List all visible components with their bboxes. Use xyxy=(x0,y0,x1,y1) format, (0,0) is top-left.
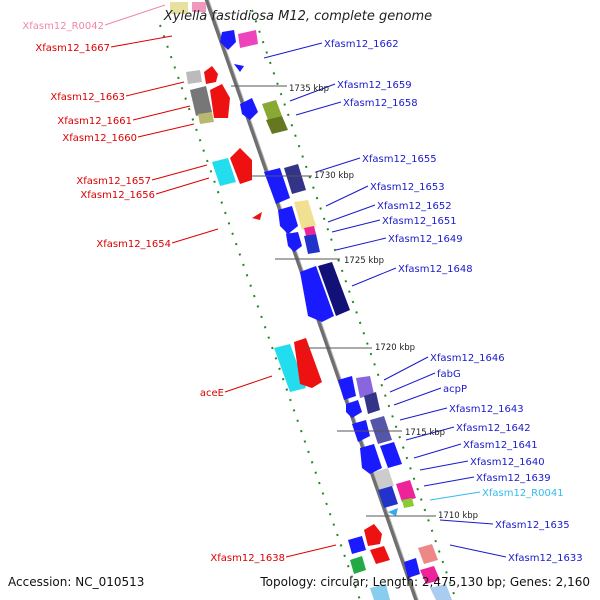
gene-label[interactable]: Xfasm12_1656 xyxy=(80,190,155,201)
axis-tick-labels: 1735 kbp 1730 kbp 1725 kbp 1720 kbp 1715… xyxy=(289,84,478,521)
gene-feature-1638-d xyxy=(350,556,366,574)
gene-feature-1635 xyxy=(418,544,438,564)
gene-feature-acpp xyxy=(364,392,380,414)
gene-label[interactable]: Xfasm12_R0042 xyxy=(22,21,104,32)
gene-feature-1638-a xyxy=(348,536,366,554)
gene-label[interactable]: Xfasm12_1648 xyxy=(398,264,473,275)
gene-feature-1656-red xyxy=(230,148,252,184)
gene-feature-r0041 xyxy=(402,498,414,508)
tick-label: 1735 kbp xyxy=(289,84,329,94)
reverse-gene-labels: Xfasm12_R0042 Xfasm12_1667 Xfasm12_1663 … xyxy=(22,21,285,564)
gene-feature-1641 xyxy=(380,442,402,468)
tick-label: 1715 kbp xyxy=(405,428,445,438)
accession-text: Accession: NC_010513 xyxy=(8,575,144,589)
gene-features xyxy=(170,2,452,600)
gene-label[interactable]: Xfasm12_1639 xyxy=(476,473,551,484)
gene-label[interactable]: Xfasm12_1633 xyxy=(508,553,583,564)
gene-label[interactable]: Xfasm12_1642 xyxy=(456,423,531,434)
gene-label[interactable]: Xfasm12_1663 xyxy=(50,92,125,103)
gene-label[interactable]: Xfasm12_1652 xyxy=(377,201,452,212)
gene-feature-1655-blue xyxy=(264,168,290,204)
gene-feature-1654 xyxy=(252,212,262,220)
gene-feature-acee-cyan xyxy=(274,344,306,392)
gene-feature-fwd-b xyxy=(234,64,244,72)
gene-label[interactable]: Xfasm12_1638 xyxy=(210,553,285,564)
gene-feature-1649-a xyxy=(286,232,302,252)
gene-label[interactable]: Xfasm12_1667 xyxy=(35,43,110,54)
gene-feature-1652-yellow xyxy=(294,200,316,230)
gene-label[interactable]: acpP xyxy=(443,384,467,395)
gene-label[interactable]: aceE xyxy=(200,388,224,399)
tick-label: 1725 kbp xyxy=(344,256,384,266)
gene-feature-1633-a xyxy=(404,558,420,578)
gene-feature-1648-a xyxy=(300,266,334,322)
gene-feature-fabg xyxy=(346,400,362,418)
gene-label[interactable]: Xfasm12_1635 xyxy=(495,520,570,531)
gene-feature-rna-r0042 xyxy=(170,2,188,14)
gene-feature-1651-magenta xyxy=(304,226,316,236)
gene-label[interactable]: Xfasm12_1659 xyxy=(337,80,412,91)
tick-label: 1710 kbp xyxy=(438,511,478,521)
gene-label[interactable]: Xfasm12_1661 xyxy=(57,116,132,127)
gene-feature-1655-navy xyxy=(284,164,306,194)
gene-label[interactable]: Xfasm12_R0041 xyxy=(482,488,564,499)
gene-feature-1667 xyxy=(192,2,206,12)
gene-feature-1640-blue xyxy=(378,486,398,508)
gene-label[interactable]: Xfasm12_1655 xyxy=(362,154,437,165)
gene-feature-1646-b xyxy=(356,376,374,398)
gene-label[interactable]: Xfasm12_1657 xyxy=(76,176,151,187)
gene-label[interactable]: Xfasm12_1643 xyxy=(449,404,524,415)
gene-feature-bottom-a xyxy=(370,584,390,600)
gene-label[interactable]: Xfasm12_1649 xyxy=(388,234,463,245)
gene-feature-1663-grey xyxy=(186,70,202,84)
gene-feature-1659 xyxy=(240,98,258,120)
gene-feature-1640-grey xyxy=(374,468,394,490)
gene-feature-1648-b xyxy=(318,262,350,316)
gene-label[interactable]: Xfasm12_1653 xyxy=(370,182,445,193)
gene-feature-1646-a xyxy=(338,376,356,400)
gene-feature-1661-red xyxy=(210,84,230,118)
track-guides xyxy=(159,9,457,600)
gene-feature-1653-blue xyxy=(278,206,298,234)
gene-label[interactable]: Xfasm12_1662 xyxy=(324,39,399,50)
gene-label[interactable]: Xfasm12_1654 xyxy=(96,239,171,250)
tick-label: 1730 kbp xyxy=(314,171,354,181)
gene-feature-bottom-b xyxy=(430,584,452,600)
gene-feature-1663-red xyxy=(204,66,218,84)
gene-feature-1661-grey xyxy=(190,86,212,116)
tick-label: 1720 kbp xyxy=(375,343,415,353)
gene-feature-1660-olive xyxy=(198,112,214,124)
gene-feature-1633-b xyxy=(420,566,440,584)
gene-feature-acee-red xyxy=(294,338,322,388)
gene-label[interactable]: fabG xyxy=(437,369,461,380)
gene-feature-1642 xyxy=(360,444,382,474)
gene-label[interactable]: Xfasm12_1641 xyxy=(463,440,538,451)
gene-feature-1638-b xyxy=(364,524,382,546)
gene-feature-1638-c xyxy=(370,546,390,564)
forward-gene-labels: Xfasm12_1662 Xfasm12_1659 Xfasm12_1658 X… xyxy=(324,39,583,564)
gene-feature-1662 xyxy=(238,30,258,48)
gene-feature-1657-cyan xyxy=(212,158,236,186)
gene-feature-1639-magenta xyxy=(396,480,416,502)
gene-label[interactable]: Xfasm12_1646 xyxy=(430,353,505,364)
gene-feature-1643-b xyxy=(370,416,392,444)
axis-tick-marks xyxy=(231,85,436,517)
gene-feature-fwd-c xyxy=(388,508,398,516)
gene-feature-1649-b xyxy=(304,234,320,254)
gene-label[interactable]: Xfasm12_1640 xyxy=(470,457,545,468)
genome-summary-text: Topology: circular; Length: 2,475,130 bp… xyxy=(259,575,590,589)
gene-label[interactable]: Xfasm12_1660 xyxy=(62,133,137,144)
gene-label[interactable]: Xfasm12_1658 xyxy=(343,98,418,109)
gene-label[interactable]: Xfasm12_1651 xyxy=(382,216,457,227)
label-leaders xyxy=(104,4,507,558)
gene-feature-fwd-a xyxy=(220,30,236,50)
map-title: Xylella fastidiosa M12, complete genome xyxy=(163,9,432,24)
gene-feature-1658-b xyxy=(266,116,288,134)
gene-feature-1658-a xyxy=(262,100,282,120)
